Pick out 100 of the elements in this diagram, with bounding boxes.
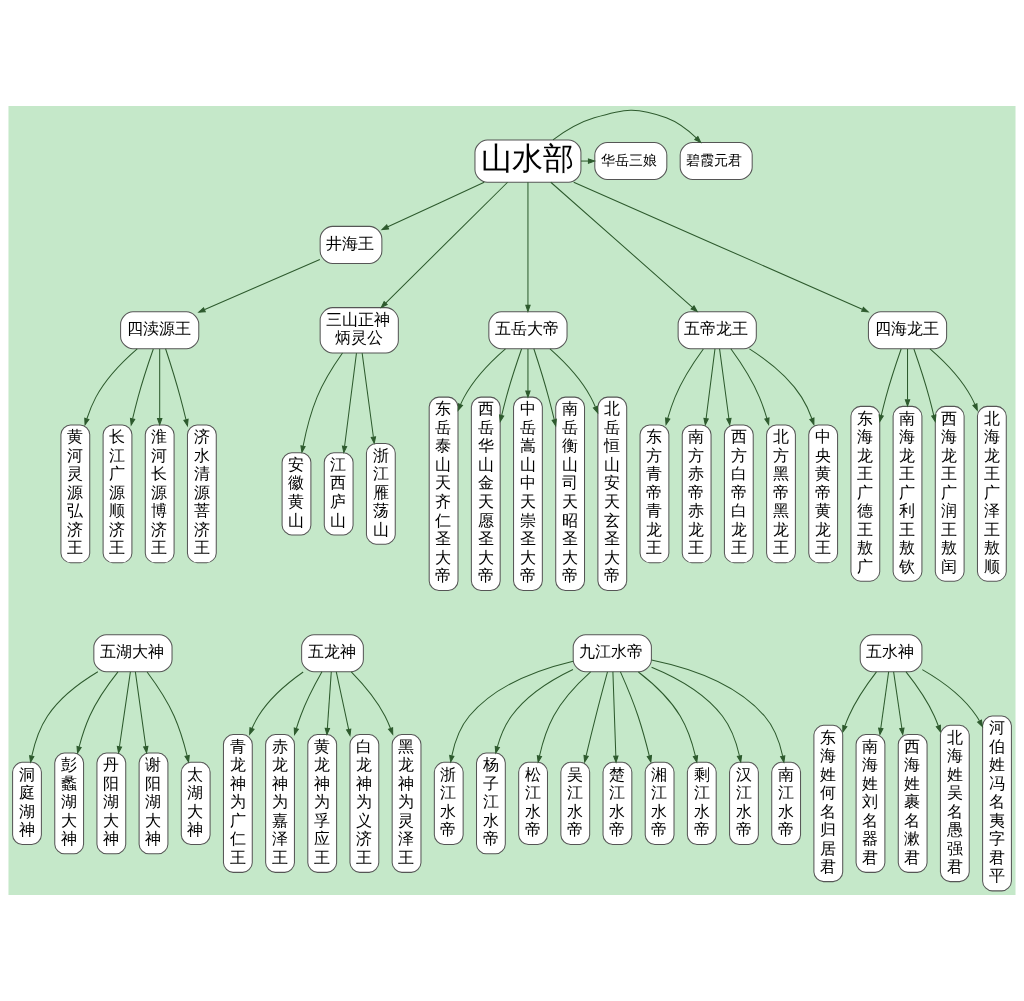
node-box: 洞庭湖神: [12, 761, 42, 846]
arrow: [536, 671, 592, 764]
arrow: [533, 348, 557, 428]
node-box: 河伯姓冯名夷字君平: [982, 715, 1012, 892]
node-box: 彭蠡湖大神: [54, 752, 85, 855]
node-box: 安徽黄山: [281, 452, 312, 536]
node-box: 五岳大帝: [488, 311, 568, 350]
arrow: [324, 671, 332, 737]
arrow: [842, 671, 877, 734]
node-box: 五水神: [859, 634, 923, 673]
node-box: 长江广源顺济王: [102, 424, 133, 564]
node-box: 黄龙神为孚应王: [307, 734, 338, 873]
arrow: [84, 348, 138, 427]
node-box: 白龙神为义济王: [349, 734, 380, 873]
node-box: 黄河灵源弘济王: [60, 424, 91, 564]
node-box: 五帝龙王: [677, 311, 757, 350]
arrow: [525, 348, 531, 399]
node-box: 西海姓裹名漱君: [897, 734, 928, 873]
arrow: [146, 671, 190, 764]
node-box: 西海龙王广润王敖闰: [934, 405, 965, 582]
node-box: 北海姓吴名愚强君: [939, 724, 970, 883]
arrow: [29, 671, 99, 764]
node-box: 江西庐山: [323, 452, 354, 536]
arrow: [525, 181, 531, 314]
arrow: [552, 109, 702, 144]
arrow: [893, 671, 905, 737]
arrow: [350, 671, 394, 736]
node-box: 楚江水帝: [602, 761, 633, 846]
arrow: [913, 348, 937, 424]
arrow: [249, 671, 304, 736]
arrow: [380, 181, 509, 309]
node-box: 南海姓刘名器君: [855, 734, 886, 873]
node-box: 北海龙王广泽王敖顺: [976, 405, 1007, 582]
node-box: 四海龙王: [867, 311, 948, 350]
node-box: 青龙神为广仁王: [222, 734, 253, 873]
node-box: 南江水帝: [771, 761, 802, 846]
node-box: 黑龙神为灵泽王: [391, 734, 422, 873]
arrow: [156, 348, 163, 427]
arrow: [904, 348, 911, 408]
node-box: 谢阳湖大神: [138, 752, 169, 855]
node-box: 西岳华山金天愿圣大帝: [470, 396, 501, 592]
arrow: [549, 348, 599, 415]
arrow: [637, 671, 699, 764]
node-box: 东海姓何名归居君: [813, 724, 844, 883]
node-box: 东海龙王广德王敖广: [850, 405, 881, 582]
node-box: 北岳恒山安天玄圣大帝: [597, 396, 628, 592]
node-box: 东方青帝青龙王: [639, 424, 670, 564]
node-box: 剩江水帝: [686, 761, 717, 846]
node-box: 汉江水帝: [729, 761, 759, 846]
arrow: [498, 348, 523, 424]
arrow: [651, 666, 743, 764]
arrow: [612, 671, 619, 764]
arrow: [730, 348, 770, 426]
arrow: [583, 671, 608, 764]
node-box: 三山正神炳灵公: [319, 307, 399, 354]
arrow: [929, 348, 978, 412]
node-box: 浙江水帝: [433, 761, 464, 846]
arrow: [293, 671, 323, 736]
node-box: 丹阳湖大神: [96, 752, 127, 855]
arrow: [550, 181, 699, 313]
node-box: 南方赤帝赤龙王: [681, 424, 712, 564]
arrow: [703, 348, 716, 427]
node-box: 湘江水帝: [644, 761, 675, 846]
node-box: 井海王: [319, 225, 383, 264]
arrow: [129, 348, 154, 427]
arrow: [748, 348, 815, 427]
arrow: [580, 158, 597, 164]
arrow: [719, 348, 732, 427]
arrow: [134, 671, 149, 755]
node-box: 东岳泰山天齐仁圣大帝: [428, 396, 459, 592]
arrow: [878, 348, 902, 424]
node-box: 中央黄帝黄龙王: [808, 424, 839, 564]
arrow: [921, 669, 984, 728]
node-box: 吴江水帝: [560, 761, 591, 846]
node-box: 南海龙王广利王敖钦: [892, 405, 923, 582]
arrow: [341, 352, 357, 454]
arrow: [905, 671, 941, 734]
arrow: [380, 181, 485, 231]
arrow: [76, 671, 119, 755]
node-box: 浙江雁荡山: [365, 442, 396, 545]
arrow: [573, 181, 870, 313]
arrow: [361, 352, 377, 445]
arrow: [457, 348, 506, 412]
arrow: [650, 659, 786, 764]
arrow: [300, 352, 343, 454]
node-box: 五龙神: [301, 634, 364, 673]
arrow: [665, 348, 704, 426]
arrow: [619, 671, 653, 764]
arrow: [335, 671, 352, 738]
node-box: 北方黑帝黑龙王: [766, 424, 796, 564]
node-box: 中岳嵩山中天崇圣大帝: [513, 396, 543, 592]
node-box: 松江水帝: [518, 761, 548, 846]
arrow: [878, 671, 890, 737]
node-box: 碧霞元君: [679, 142, 753, 181]
node-box: 九江水帝: [572, 634, 652, 673]
arrow: [116, 671, 131, 755]
node-box: 淮河长源博济王: [144, 424, 175, 564]
arrow: [449, 660, 574, 764]
node-box: 杨子江水帝: [476, 752, 506, 855]
arrow: [165, 348, 189, 428]
